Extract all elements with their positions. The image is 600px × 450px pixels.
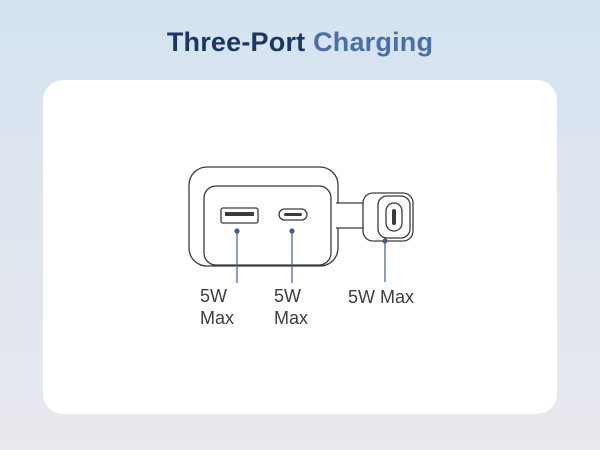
leader-line-cable: [382, 238, 388, 282]
leader-line-usb-a: [234, 228, 240, 283]
usb-a-port-label: 5W Max: [200, 285, 234, 329]
title-part-accent: Charging: [313, 27, 434, 57]
power-bank-front-panel: [203, 185, 332, 266]
usb-c-port-icon: [278, 208, 308, 221]
page-title: Three-Port Charging: [0, 27, 600, 58]
cable-port-label: 5W Max: [348, 287, 415, 307]
leader-line-usb-c: [289, 228, 295, 283]
usb-c-label-power: 5W: [274, 286, 301, 306]
usb-c-label-max: Max: [274, 308, 309, 328]
usb-a-port-icon: [220, 207, 259, 224]
usb-c-cable-connector-icon: [362, 192, 414, 242]
usb-c-port-label: 5W Max: [274, 285, 308, 329]
usb-a-label-max: Max: [200, 308, 235, 328]
title-part-dark: Three-Port: [166, 27, 306, 57]
usb-a-label-power: 5W: [200, 286, 227, 306]
